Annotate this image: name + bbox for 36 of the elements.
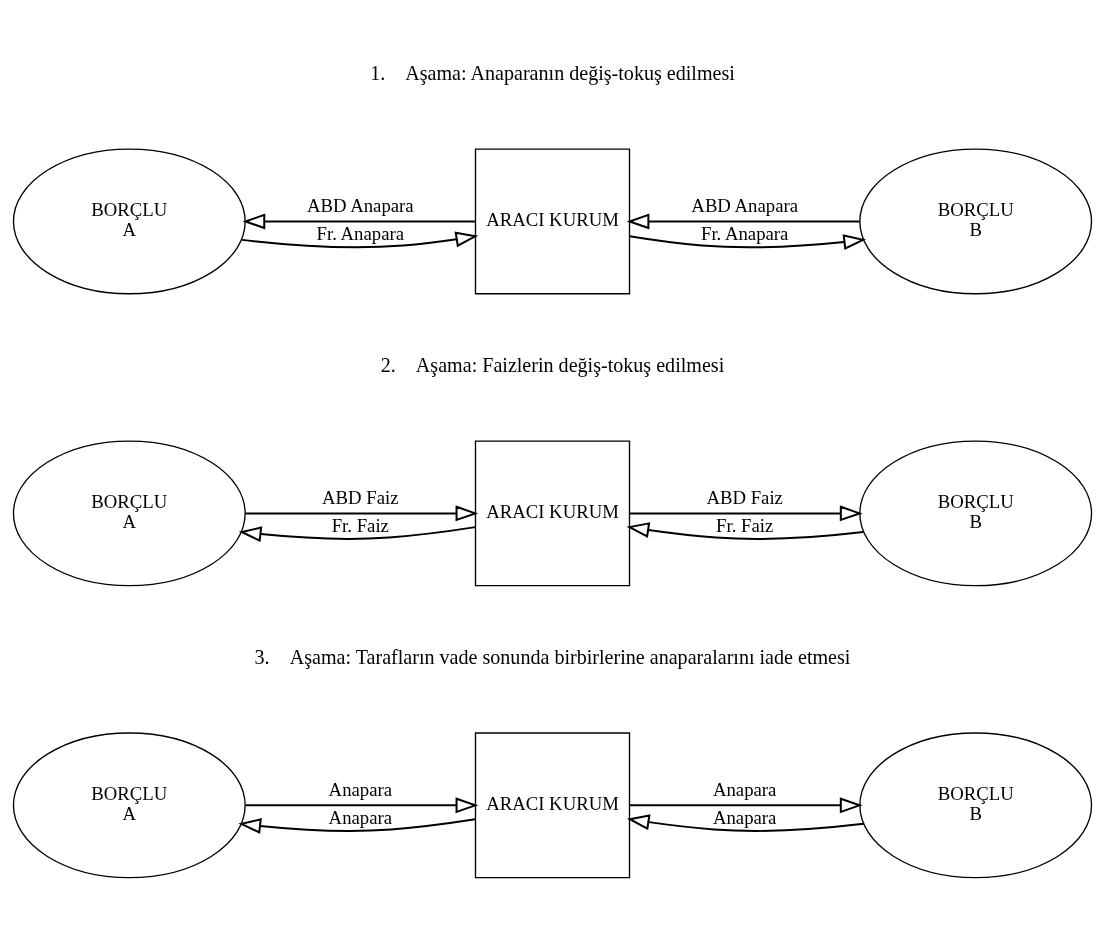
arrow	[238, 817, 476, 834]
edge-label: Fr. Anapara	[700, 222, 789, 244]
label: 2. Aşama: Faizlerin değiş-tokuş edilmesi	[380, 353, 725, 376]
edge-label: Fr. Faiz	[716, 514, 774, 536]
edge-label: Anapara	[328, 778, 393, 800]
arrow	[238, 525, 476, 542]
node-ellipse: BORÇLU B	[859, 731, 1093, 878]
edge-label: ABD Anapara	[691, 194, 798, 216]
edge-label: ABD Anapara	[307, 194, 414, 216]
node-ellipse: BORÇLU B	[859, 439, 1093, 586]
arrow	[629, 233, 867, 250]
node-box: ARACI KURUM	[474, 731, 631, 878]
arrow	[626, 813, 864, 832]
node-ellipse: BORÇLU A	[12, 147, 246, 294]
arrow	[242, 212, 476, 229]
label: 3. Aşama: Tarafların vade sonunda birbirlerine anaparalarını iade etmesi	[254, 645, 851, 668]
label: 1. Aşama: Anaparanın değiş-tokuş edilmesi	[370, 61, 735, 84]
edge-label: ABD Faiz	[706, 486, 783, 508]
arrow	[629, 796, 863, 813]
arrow	[629, 504, 863, 521]
edge-label: ABD Faiz	[322, 486, 399, 508]
node-box: ARACI KURUM	[474, 147, 631, 294]
arrow	[626, 212, 860, 229]
node-ellipse: BORÇLU A	[12, 731, 246, 878]
node-ellipse: BORÇLU A	[12, 439, 246, 586]
edge-label: Fr. Anapara	[316, 222, 405, 244]
edge-label: Anapara	[712, 778, 777, 800]
arrow	[626, 521, 864, 540]
edge-label: Fr. Faiz	[331, 514, 389, 536]
edge-label: Anapara	[712, 806, 777, 828]
edge-label: Anapara	[328, 806, 393, 828]
arrow	[245, 504, 479, 521]
arrow	[245, 796, 479, 813]
node-box: ARACI KURUM	[474, 439, 631, 586]
arrow	[241, 230, 479, 248]
node-ellipse: BORÇLU B	[859, 147, 1093, 294]
